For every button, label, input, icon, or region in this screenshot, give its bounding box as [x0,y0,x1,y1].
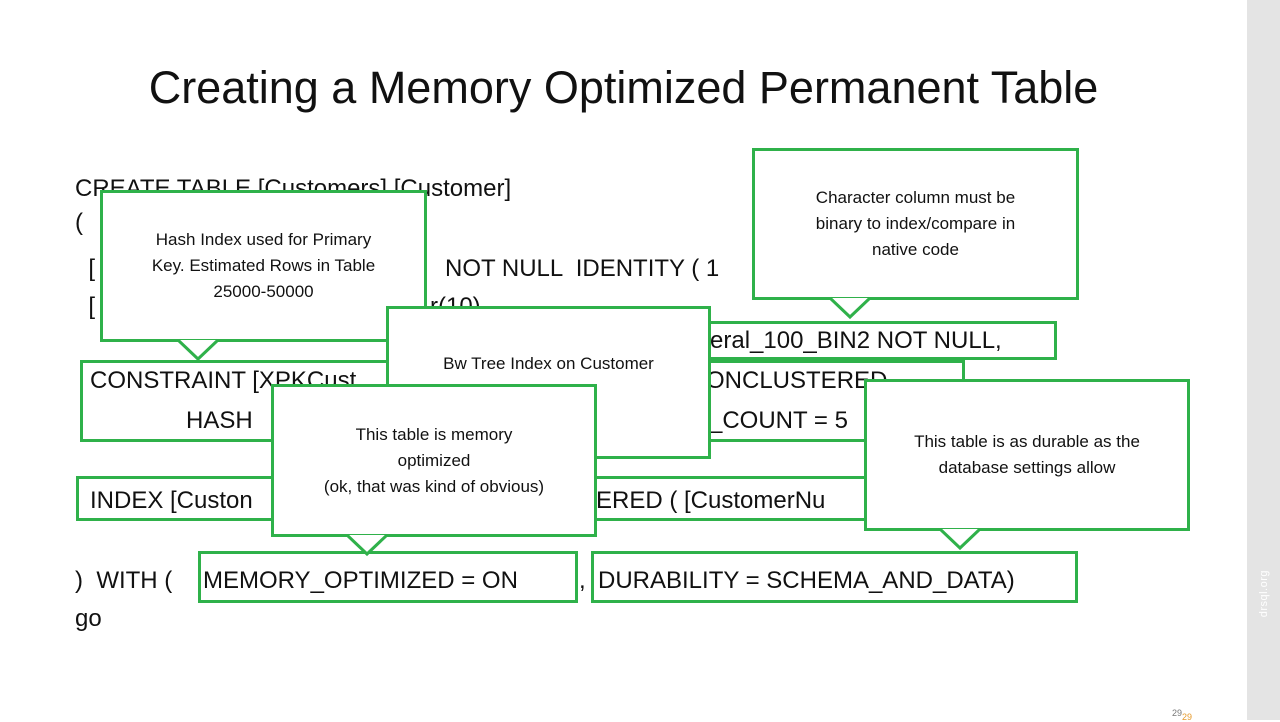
code-line-column-1-start: [ [75,255,96,282]
page-number: 29 [1172,708,1183,718]
code-line-column-2-start: [ [75,293,96,320]
code-line-hash-start: HASH [186,407,253,434]
callout-memory-optimized: This table is memory optimized (ok, that… [271,384,597,537]
code-line-open-paren: ( [75,209,83,236]
callout-durability: This table is as durable as the database… [864,379,1190,531]
code-line-with-clause: ) WITH ( [75,567,173,594]
code-comma: , [579,567,586,594]
code-line-index-end: ERED ( [CustomerNu [596,487,826,514]
code-line-constraint-end: ONCLUSTERED [706,367,888,394]
code-line-index-start: INDEX [Custon [90,487,253,514]
code-line-go: go [75,605,102,632]
memory-optimized-highlight-box [198,551,578,603]
callout-character-column: Character column must be binary to index… [752,148,1079,300]
code-durability: DURABILITY = SCHEMA_AND_DATA) [598,567,1015,594]
durability-highlight-box [591,551,1078,603]
code-memory-optimized: MEMORY_OPTIMIZED = ON [203,567,518,594]
code-line-constraint-start: CONSTRAINT [XPKCust [90,367,357,394]
code-line-hash-end: _COUNT = 5 [709,407,848,434]
callout-pointer-memory-optimized [345,533,389,557]
slide-sidebar [1247,0,1280,720]
callout-pointer-durability [938,527,982,551]
callout-pointer-hash-index [176,338,220,362]
code-line-collation: eral_100_BIN2 NOT NULL, [710,327,1002,354]
slide-title: Creating a Memory Optimized Permanent Ta… [148,62,1099,113]
sidebar-label: drsql.org [1258,570,1270,618]
page-number-accent: 29 [1182,712,1193,722]
callout-hash-index: Hash Index used for Primary Key. Estimat… [100,190,427,342]
code-line-column-1-end: NOT NULL IDENTITY ( 1 [445,255,720,282]
callout-pointer-character-column [828,296,872,320]
